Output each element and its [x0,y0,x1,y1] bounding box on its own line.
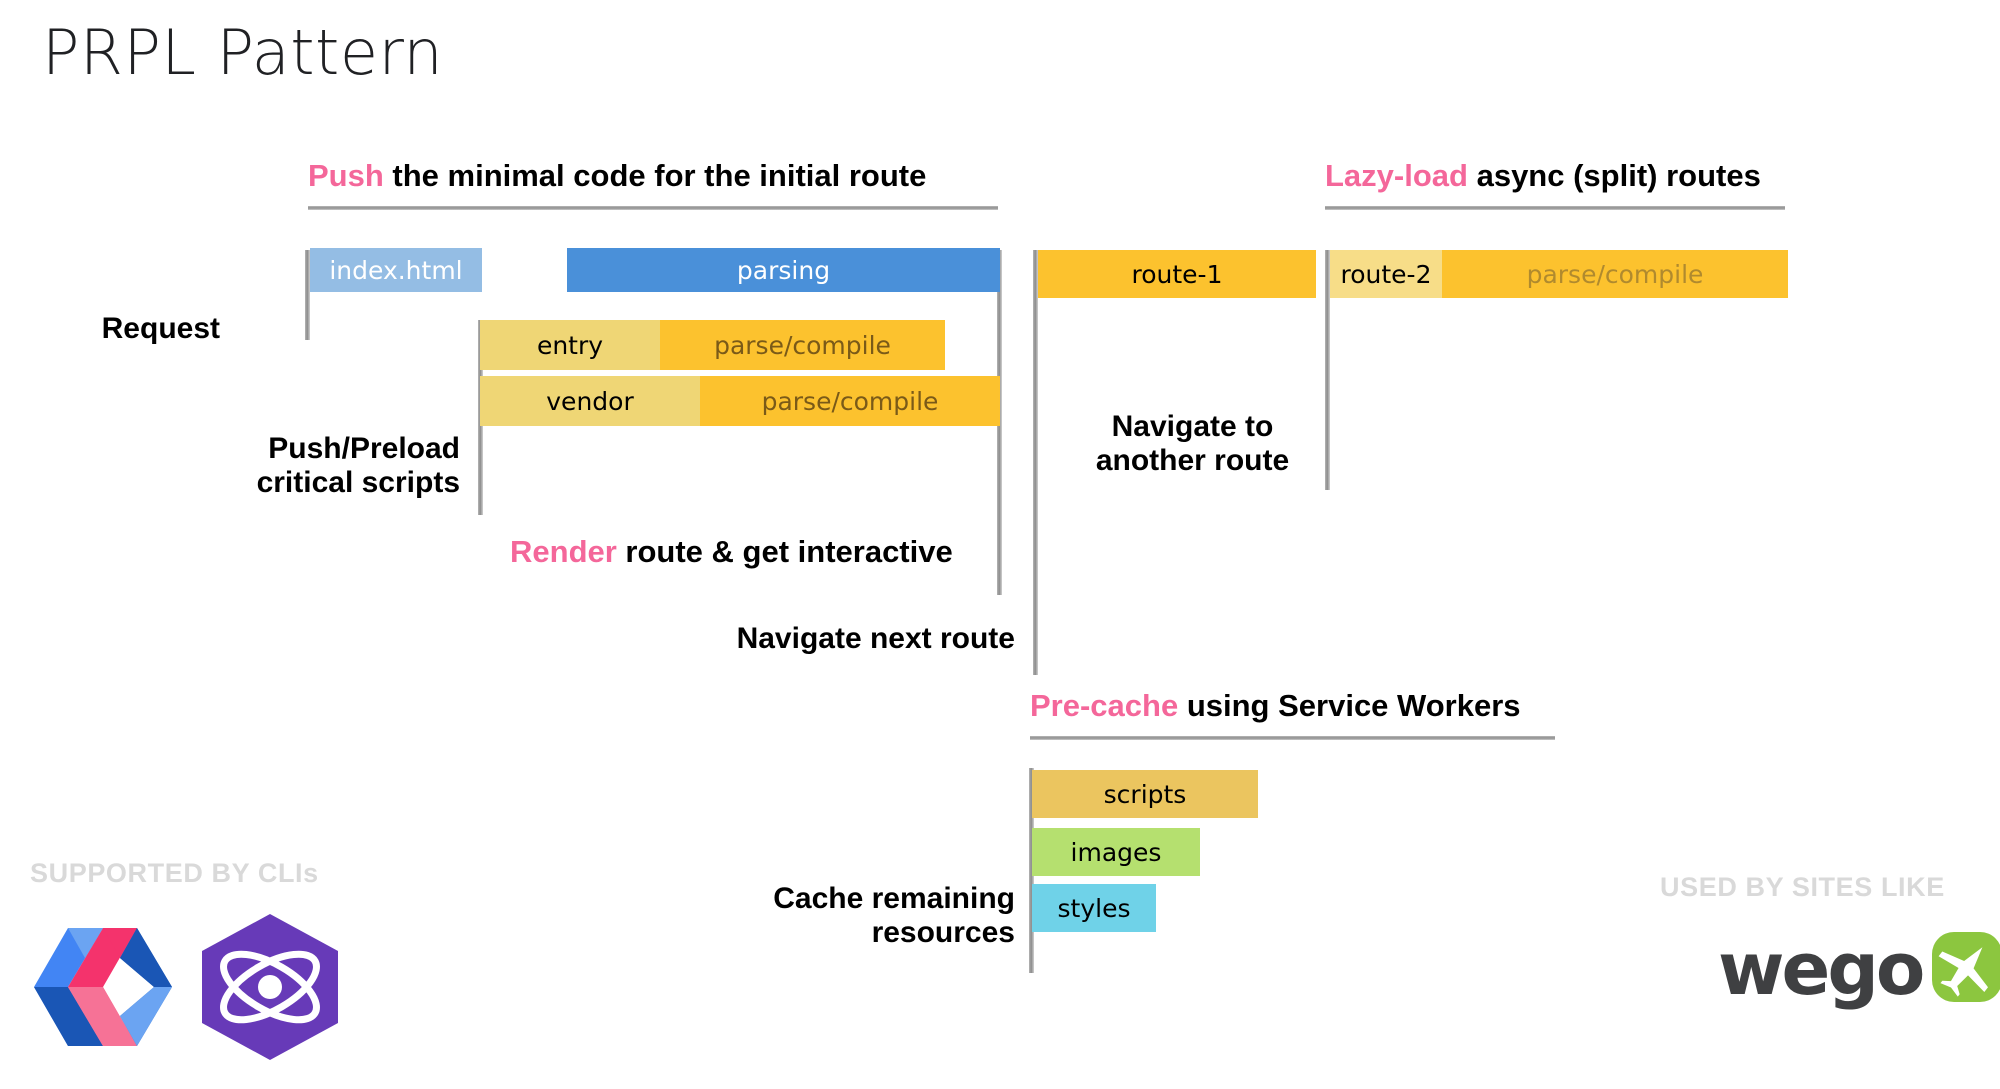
guide-line-cache [1029,768,1034,973]
section-heading-precache: Pre-cache using Service Workers [1030,690,1521,721]
section-rest-lazyload: async (split) routes [1467,158,1761,193]
section-keyword-lazyload: Lazy-load [1325,158,1468,193]
section-heading-render: Render route & get interactive [510,536,953,567]
section-rule-push [308,206,998,210]
label-cache-remaining-resources: Cache remaining resources [773,882,1015,949]
section-heading-push: Push the minimal code for the initial ro… [308,160,926,191]
section-rest-precache: using Service Workers [1178,688,1521,723]
guide-line-navigate-next [1033,250,1038,675]
bar-segment-entry: entry [480,320,660,370]
bar-segment-images: images [1032,828,1200,876]
bar-images: images [1032,828,1200,876]
wego-airplane-icon [1930,930,2000,1009]
bar-route-1: route-1 [1038,250,1316,298]
bar-segment-route-2-parse-compile: parse/compile [1442,250,1788,298]
section-rule-lazyload [1325,206,1785,210]
label-push-preload: Push/Preload critical scripts [256,432,460,499]
page-title: PRPL Pattern [42,16,444,89]
bar-segment-scripts: scripts [1032,770,1258,818]
footer-caption-used-by: USED BY SITES LIKE [1660,872,1945,902]
bar-segment-entry-parse-compile: parse/compile [660,320,945,370]
bar-segment-route-2: route-2 [1330,250,1442,298]
section-rest-render: route & get interactive [616,534,953,569]
bar-entry: entry parse/compile [480,320,945,370]
section-keyword-render: Render [510,534,617,569]
bar-styles: styles [1032,884,1156,932]
footer-caption-supported-by: SUPPORTED BY CLIs [30,858,319,888]
bar-index-html: index.html [310,248,482,292]
preact-atom-logo-icon [198,912,342,1062]
bar-segment-route-1: route-1 [1038,250,1316,298]
wego-wordmark: wego [1718,927,1925,1012]
section-rest-push: the minimal code for the initial route [383,158,927,193]
bar-route-2: route-2 parse/compile [1330,250,1788,298]
label-request: Request [101,312,220,345]
section-rule-precache [1030,736,1555,740]
polymer-logo-icon [34,928,172,1046]
section-heading-lazyload: Lazy-load async (split) routes [1325,160,1761,191]
section-keyword-precache: Pre-cache [1030,688,1179,723]
guide-line-request [305,250,310,340]
wego-logo: wego [1718,930,2000,1009]
label-navigate-another-route: Navigate to another route [1095,410,1290,477]
label-navigate-next-route: Navigate next route [736,622,1015,655]
guide-line-route2 [1325,250,1330,490]
bar-scripts: scripts [1032,770,1258,818]
section-keyword-push: Push [308,158,384,193]
bar-segment-index-html: index.html [310,248,482,292]
bar-segment-parsing: parsing [567,248,1000,292]
bar-parsing: parsing [567,248,1000,292]
bar-segment-styles: styles [1032,884,1156,932]
bar-segment-vendor-parse-compile: parse/compile [700,376,1000,426]
bar-segment-vendor: vendor [480,376,700,426]
bar-vendor: vendor parse/compile [480,376,1000,426]
